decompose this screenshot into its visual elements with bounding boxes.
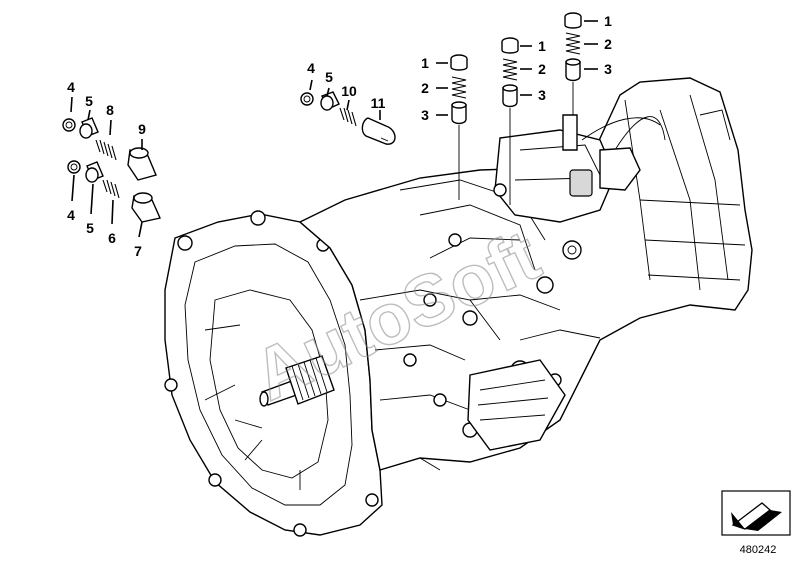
- part-group-upper-left: [300, 79, 396, 145]
- callout-label: 1: [604, 13, 612, 29]
- callout-label: 4: [67, 207, 75, 223]
- part-group-top-right: [564, 12, 598, 115]
- callout-label: 5: [85, 93, 93, 109]
- callout-label: 7: [134, 243, 142, 259]
- callout-label: 3: [421, 107, 429, 123]
- callout-label: 3: [604, 61, 612, 77]
- drawing-number: 480242: [740, 544, 777, 556]
- part-group-top-middle: [501, 37, 532, 205]
- callout-label: 1: [421, 55, 429, 71]
- gearbox-housing: [164, 77, 753, 537]
- callout-label: 5: [325, 69, 333, 85]
- orientation-arrow-box: [721, 490, 791, 536]
- callout-label: 8: [106, 102, 114, 118]
- callout-label: 9: [138, 121, 146, 137]
- callout-label: 2: [538, 61, 546, 77]
- callout-label: 4: [307, 60, 315, 76]
- part-group-left-lower: [67, 160, 161, 238]
- callout-label: 2: [421, 80, 429, 96]
- callout-label: 6: [108, 230, 116, 246]
- callout-label: 2: [604, 36, 612, 52]
- part-group-left-upper: [62, 96, 157, 181]
- callout-label: 1: [538, 38, 546, 54]
- callout-label: 3: [538, 87, 546, 103]
- callout-label: 11: [371, 95, 386, 111]
- callout-label: 5: [86, 220, 94, 236]
- callout-label: 4: [67, 79, 75, 95]
- part-group-center: [436, 54, 468, 200]
- callout-label: 10: [341, 83, 357, 99]
